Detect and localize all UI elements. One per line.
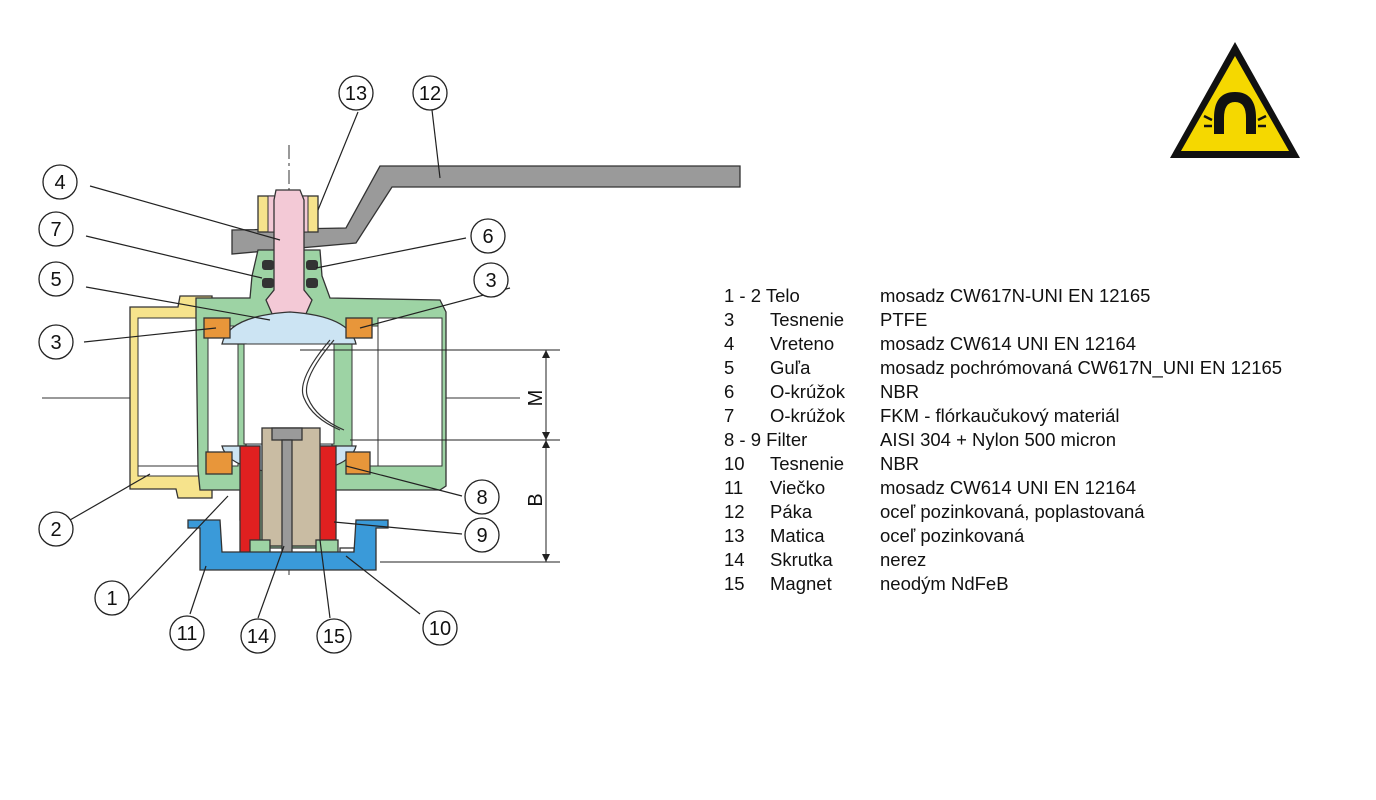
- callout-2: 2: [38, 511, 74, 547]
- svg-text:7: 7: [50, 219, 61, 241]
- dimensions: M B: [300, 349, 560, 563]
- svg-text:11: 11: [177, 623, 198, 645]
- svg-text:3: 3: [50, 332, 61, 354]
- left-connector: [129, 295, 213, 499]
- svg-text:1: 1: [106, 588, 117, 610]
- callout-5: 5: [38, 261, 74, 297]
- callout-9: 9: [464, 517, 500, 553]
- callout-4: 4: [42, 164, 78, 200]
- magnet-warning-icon: [1170, 42, 1300, 158]
- svg-text:15: 15: [323, 626, 345, 648]
- callout-12: 12: [412, 75, 448, 111]
- svg-text:12: 12: [419, 83, 441, 105]
- callout-6: 6: [470, 218, 506, 254]
- callout-13: 13: [338, 75, 374, 111]
- callout-11: 11: [169, 615, 205, 651]
- seals: [203, 317, 373, 475]
- svg-text:8: 8: [476, 487, 487, 509]
- callout-14: 14: [240, 618, 276, 654]
- callout-15: 15: [316, 618, 352, 654]
- callout-3-left: 3: [38, 324, 74, 360]
- svg-text:9: 9: [476, 525, 487, 547]
- callout-8: 8: [464, 479, 500, 515]
- svg-text:13: 13: [345, 83, 367, 105]
- dimension-m-label: M: [525, 390, 547, 407]
- callout-1: 1: [94, 580, 130, 616]
- svg-text:3: 3: [485, 270, 496, 292]
- svg-text:5: 5: [50, 269, 61, 291]
- svg-text:2: 2: [50, 519, 61, 541]
- callout-3-right: 3: [473, 262, 509, 298]
- dimension-b-label: B: [525, 493, 547, 506]
- svg-text:4: 4: [54, 172, 65, 194]
- svg-text:10: 10: [429, 618, 451, 640]
- cap: [187, 519, 389, 571]
- callout-10: 10: [422, 610, 458, 646]
- svg-text:14: 14: [247, 626, 269, 648]
- svg-text:6: 6: [482, 226, 493, 248]
- callout-7: 7: [38, 211, 74, 247]
